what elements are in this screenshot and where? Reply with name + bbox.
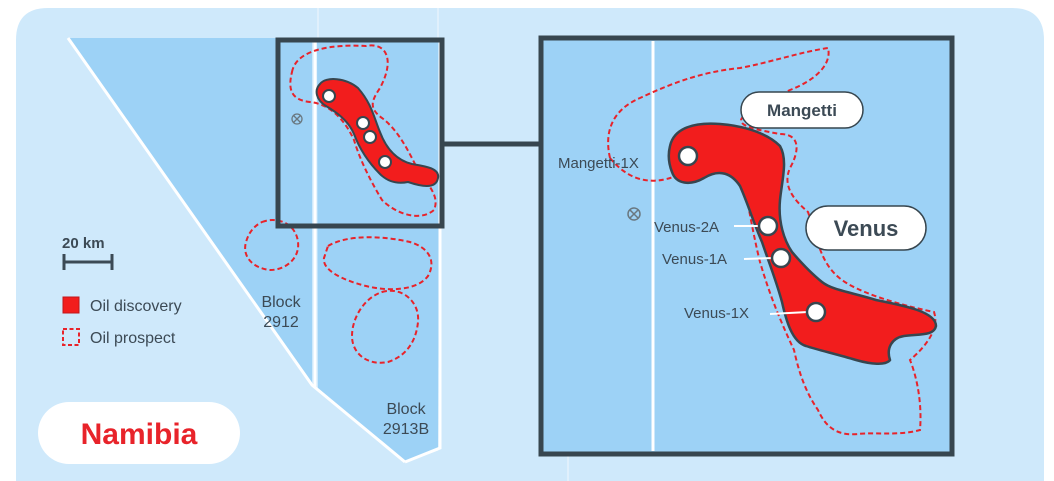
block-2913b-area <box>317 38 440 462</box>
mangetti-field-label: Mangetti <box>767 101 837 120</box>
well-label-mangetti-1x: Mangetti-1X <box>558 155 639 172</box>
well-venus-1a <box>770 247 792 269</box>
mangetti-pill <box>740 91 864 129</box>
well-label-venus-1x: Venus-1X <box>684 305 749 322</box>
well-label-venus-1a: Venus-1A <box>662 251 727 268</box>
well-mangetti-1x <box>677 145 699 167</box>
scale-bar-label: 20 km <box>62 235 105 252</box>
zoom-leader-lines <box>734 225 809 315</box>
overview-discovery <box>315 78 440 187</box>
legend-discovery-label: Oil discovery <box>90 298 182 315</box>
legend-prospect-label: Oil prospect <box>90 330 176 347</box>
block-2912-label-line1: Block <box>261 294 301 311</box>
prospect-overview-south <box>350 289 420 364</box>
well-label-venus-2a: Venus-2A <box>654 219 719 236</box>
overview-wells <box>322 89 392 169</box>
zoom-prospect-outline <box>607 46 937 436</box>
venus-field-label: Venus <box>834 216 899 241</box>
dry-well-symbol-zoom <box>627 207 641 221</box>
prospect-overview-west <box>244 219 300 272</box>
legend-discovery-swatch <box>62 296 80 314</box>
zoom-wells <box>677 145 827 323</box>
block-2913b-label-line2: 2913B <box>383 421 429 438</box>
country-label: Namibia <box>81 418 198 451</box>
zoom-discovery <box>667 122 938 365</box>
prospect-overview-center <box>322 236 433 291</box>
country-badge <box>38 402 240 464</box>
well-venus-1x <box>805 301 827 323</box>
block-2912-label-line2: 2912 <box>263 314 299 331</box>
venus-pill <box>805 205 927 251</box>
legend-prospect-swatch <box>62 328 80 346</box>
dry-well-symbol-overview <box>291 113 303 125</box>
overview-inset-frame <box>275 37 445 229</box>
well-venus-2a <box>757 215 779 237</box>
block-2913b-label-line1: Block <box>386 401 426 418</box>
scale-bar <box>62 254 114 270</box>
